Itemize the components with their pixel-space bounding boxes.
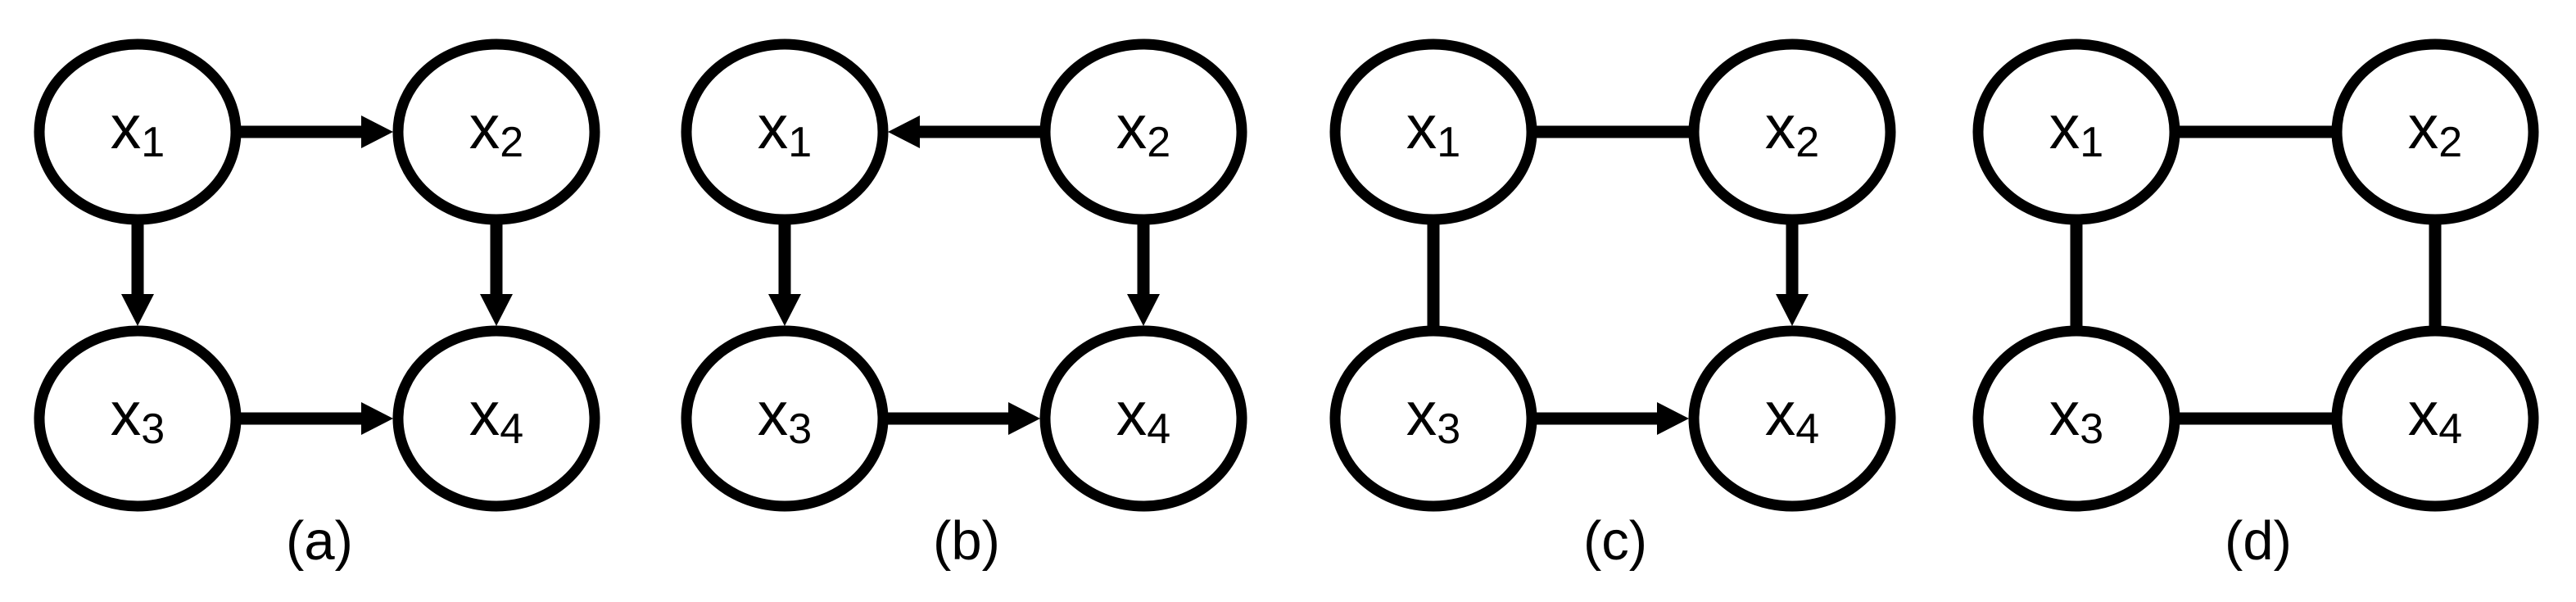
node-x4 [392,325,600,512]
node-label-x1: x1 [1406,93,1460,166]
caption-d: (d) [2225,510,2292,572]
caption-a: (a) [286,510,353,572]
arrowhead-x2-x4 [1127,294,1160,326]
node-label-x2: x2 [2408,93,2462,166]
node-x4 [1039,325,1247,512]
node-x1 [34,38,242,225]
arrowhead-x3-x4 [1008,402,1040,435]
panel-b: x1 x2 x3 x4 (b) [681,38,1247,572]
node-label-x2: x2 [1765,93,1819,166]
node-label-x3: x3 [1406,379,1460,453]
node-x3 [34,325,242,512]
arrowhead-x2-x4 [480,294,513,326]
node-label-x4: x4 [2408,379,2462,453]
arrowhead-x1-x3 [121,294,154,326]
node-x1 [681,38,889,225]
panel-a: x1 x2 x3 x4 (a) [34,38,600,572]
node-label-x1: x1 [2049,93,2103,166]
node-x2 [2331,38,2539,225]
node-label-x4: x4 [469,379,523,453]
node-label-x3: x3 [111,379,165,453]
node-x4 [1688,325,1896,512]
node-x1 [1972,38,2180,225]
node-x4 [2331,325,2539,512]
arrowhead-x2-x4 [1776,294,1809,326]
node-x1 [1329,38,1537,225]
caption-b: (b) [933,510,1000,572]
arrowhead-x3-x4 [1657,402,1689,435]
panel-d: x1 x2 x3 x4 (d) [1972,38,2539,572]
node-x3 [681,325,889,512]
node-label-x4: x4 [1116,379,1170,453]
arrowhead-x2-x1 [888,115,920,148]
node-x2 [1039,38,1247,225]
arrowhead-x3-x4 [361,402,393,435]
node-label-x3: x3 [758,379,812,453]
node-label-x4: x4 [1765,379,1819,453]
node-label-x3: x3 [2049,379,2103,453]
arrowhead-x1-x3 [768,294,801,326]
node-label-x1: x1 [111,93,165,166]
node-x2 [1688,38,1896,225]
node-label-x1: x1 [758,93,812,166]
caption-c: (c) [1583,510,1647,572]
arrowhead-x1-x2 [361,115,393,148]
node-x3 [1972,325,2180,512]
node-x2 [392,38,600,225]
node-x3 [1329,325,1537,512]
node-label-x2: x2 [469,93,523,166]
node-label-x2: x2 [1116,93,1170,166]
panel-c: x1 x2 x3 x4 (c) [1329,38,1896,572]
